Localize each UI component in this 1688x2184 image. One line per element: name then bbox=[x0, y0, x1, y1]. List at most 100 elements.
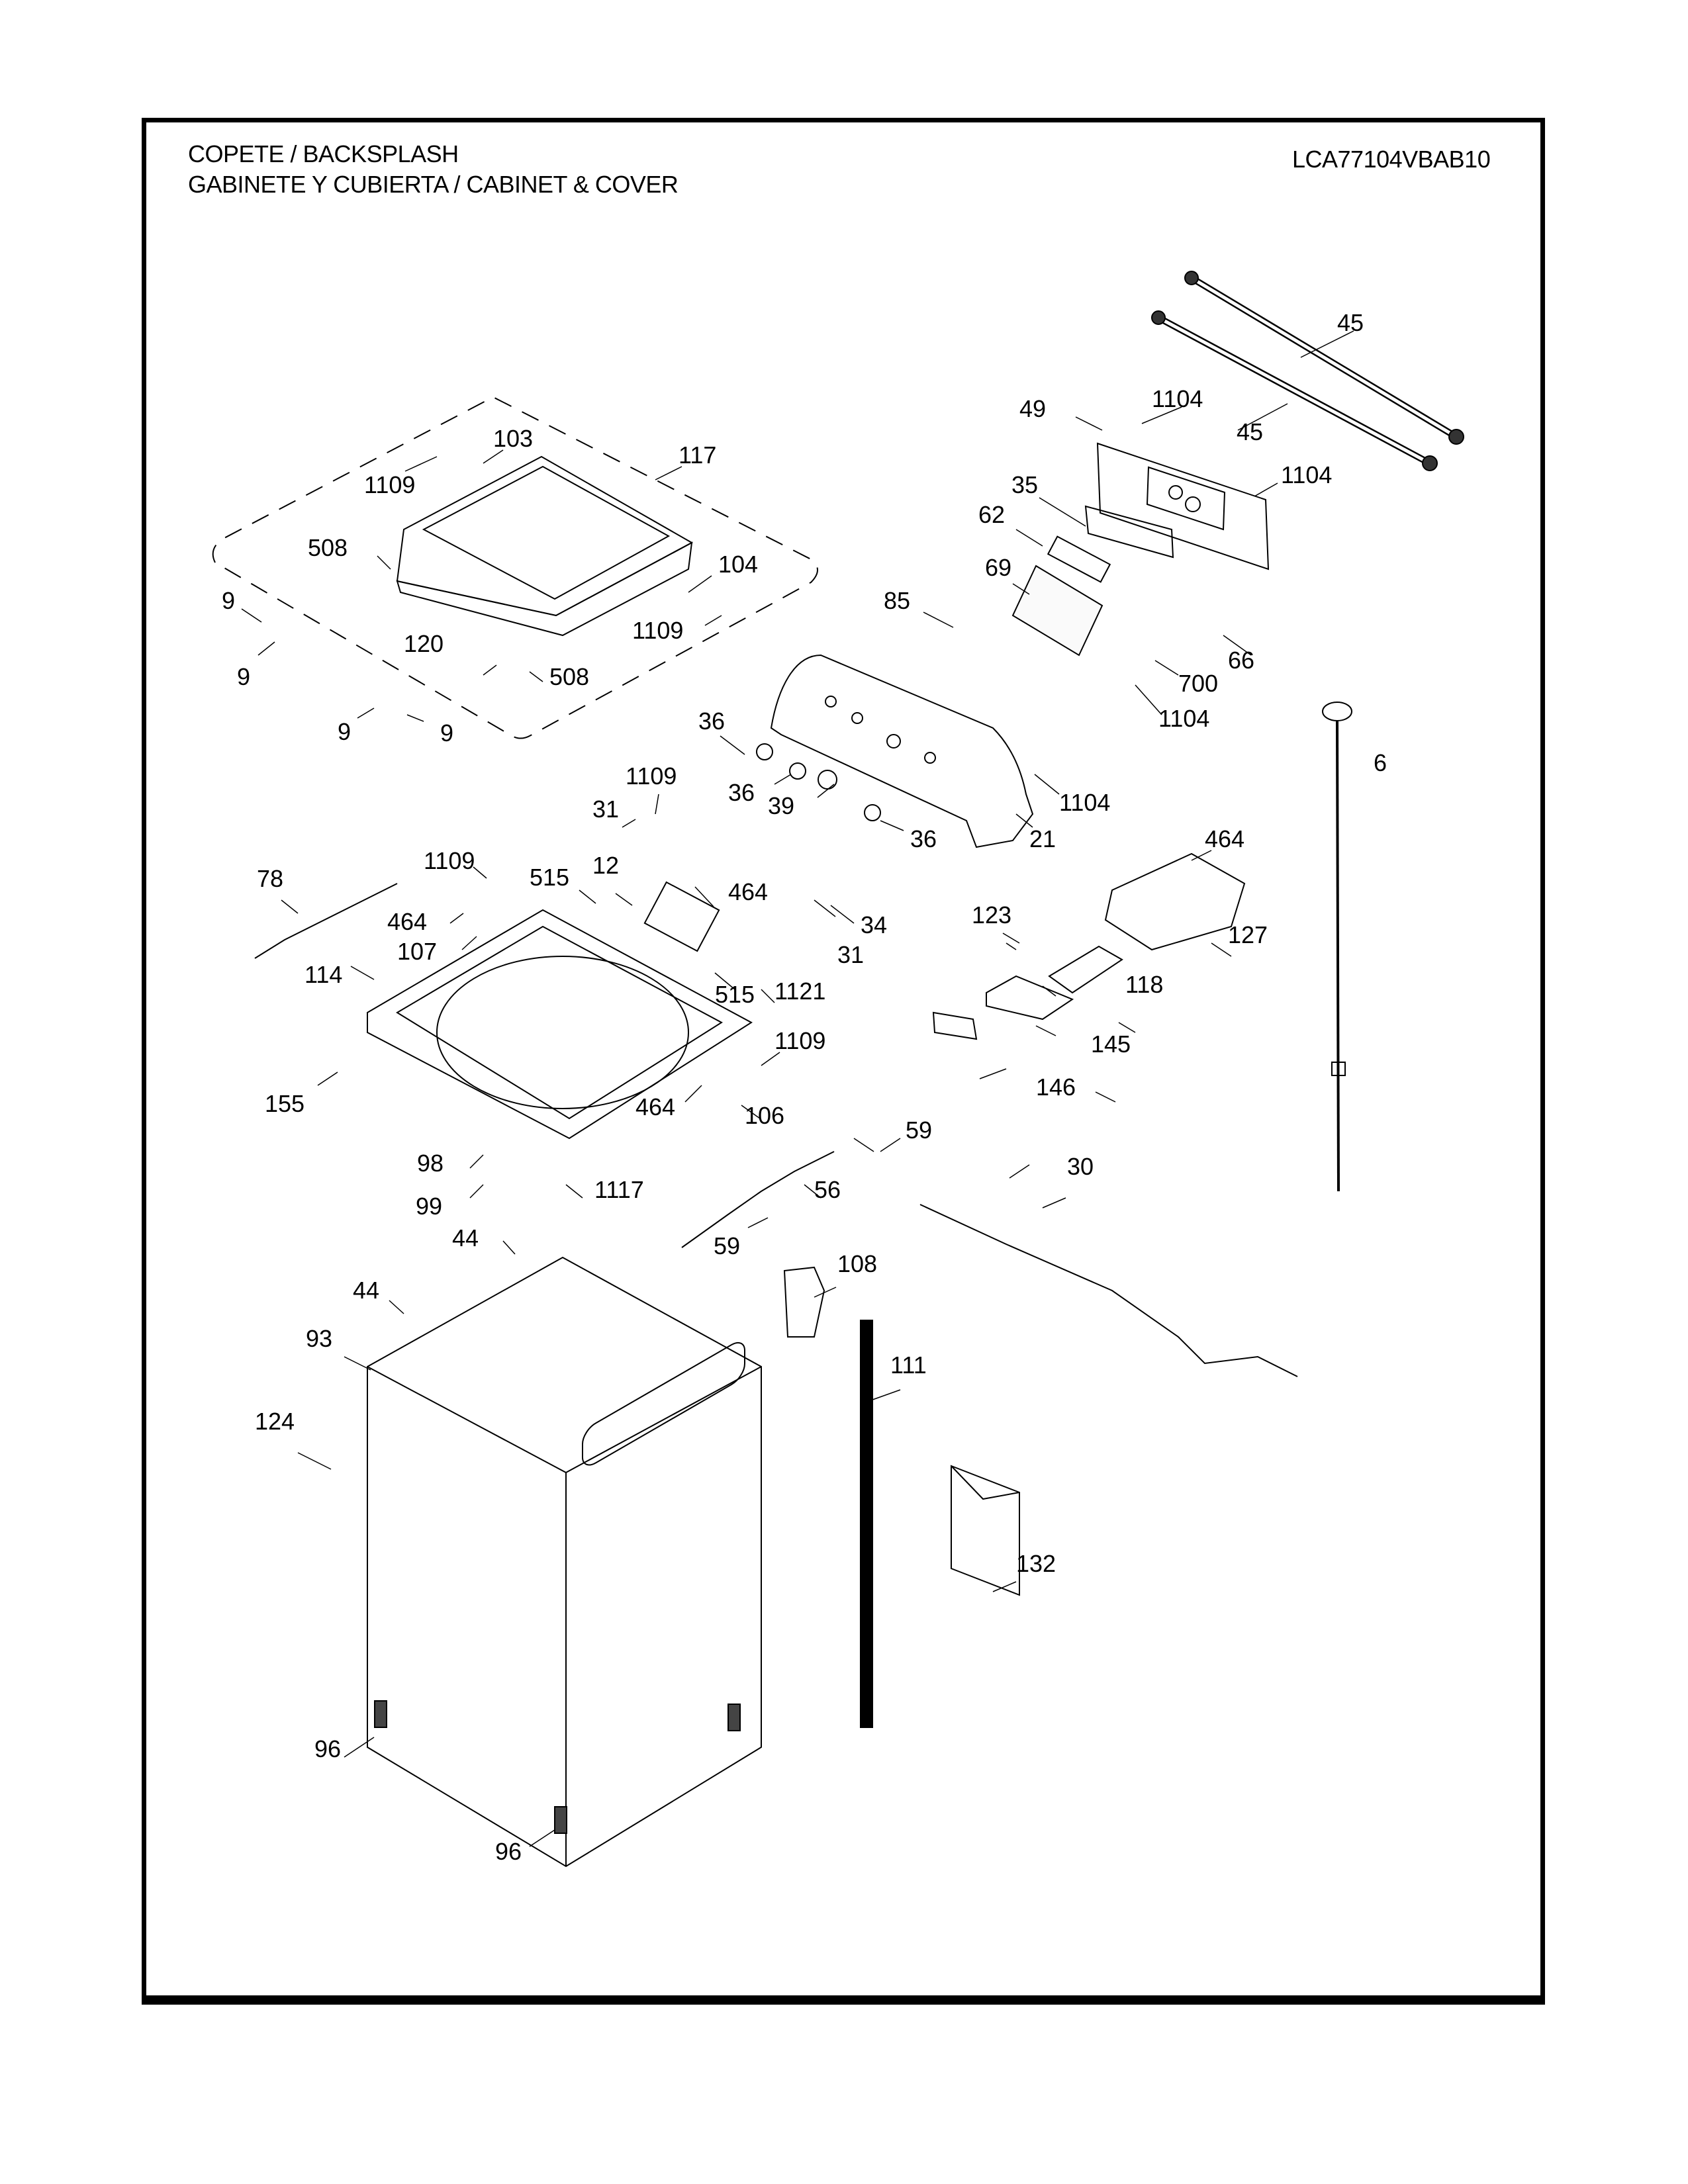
callout-96[interactable]: 96 bbox=[314, 1735, 342, 1762]
callout-508[interactable]: 508 bbox=[549, 663, 590, 690]
callout-1117[interactable]: 1117 bbox=[594, 1176, 644, 1203]
leveling-feet[interactable] bbox=[375, 1701, 740, 1833]
callout-85[interactable]: 85 bbox=[884, 587, 911, 614]
callout-9[interactable]: 9 bbox=[338, 718, 352, 745]
lid[interactable] bbox=[397, 457, 692, 635]
switch-assembly[interactable] bbox=[1048, 537, 1110, 582]
callout-106[interactable]: 106 bbox=[745, 1102, 785, 1129]
callout-leader-lines bbox=[242, 331, 1354, 1846]
callout-1104[interactable]: 1104 bbox=[1059, 789, 1111, 816]
knobs[interactable] bbox=[757, 744, 880, 821]
callout-700[interactable]: 700 bbox=[1178, 670, 1219, 697]
callout-111[interactable]: 111 bbox=[890, 1351, 927, 1379]
callout-1109[interactable]: 1109 bbox=[632, 617, 684, 644]
callout-36[interactable]: 36 bbox=[698, 707, 726, 735]
callout-464[interactable]: 464 bbox=[635, 1093, 676, 1120]
callout-118[interactable]: 118 bbox=[1125, 971, 1164, 998]
power-cord[interactable] bbox=[1323, 702, 1352, 1191]
callout-44[interactable]: 44 bbox=[353, 1277, 380, 1304]
callout-107[interactable]: 107 bbox=[397, 938, 438, 965]
callout-9[interactable]: 9 bbox=[237, 663, 251, 690]
control-board[interactable] bbox=[1013, 566, 1102, 655]
callout-117[interactable]: 117 bbox=[679, 441, 717, 469]
callout-35[interactable]: 35 bbox=[1011, 471, 1039, 498]
callout-1104[interactable]: 1104 bbox=[1158, 705, 1210, 732]
diagram-title-backsplash: COPETE / BACKSPLASH bbox=[188, 140, 459, 167]
harness-78[interactable] bbox=[255, 884, 397, 958]
callout-36[interactable]: 36 bbox=[910, 825, 937, 852]
callout-93[interactable]: 93 bbox=[306, 1325, 333, 1352]
callout-66[interactable]: 66 bbox=[1228, 647, 1255, 674]
callout-44[interactable]: 44 bbox=[452, 1224, 479, 1251]
callout-1109[interactable]: 1109 bbox=[626, 762, 677, 790]
callout-124[interactable]: 124 bbox=[255, 1408, 295, 1435]
callout-132[interactable]: 132 bbox=[1016, 1550, 1056, 1577]
callout-78[interactable]: 78 bbox=[257, 865, 284, 892]
callout-45[interactable]: 45 bbox=[1237, 418, 1264, 445]
drain-bracket[interactable] bbox=[784, 1267, 824, 1337]
callout-59[interactable]: 59 bbox=[714, 1232, 741, 1259]
callout-34[interactable]: 34 bbox=[861, 911, 888, 938]
callout-12[interactable]: 12 bbox=[592, 852, 620, 879]
callout-1121[interactable]: 1121 bbox=[774, 978, 826, 1005]
callout-515[interactable]: 515 bbox=[715, 981, 755, 1008]
drain-hose[interactable] bbox=[861, 1320, 872, 1727]
callout-145[interactable]: 145 bbox=[1091, 1030, 1131, 1058]
callout-1104[interactable]: 1104 bbox=[1152, 385, 1203, 412]
callout-36[interactable]: 36 bbox=[728, 779, 755, 806]
harness-56[interactable] bbox=[682, 1152, 834, 1248]
callout-103[interactable]: 103 bbox=[493, 425, 534, 452]
dispenser-housing[interactable] bbox=[1105, 854, 1244, 950]
callout-464[interactable]: 464 bbox=[728, 878, 769, 905]
callout-108[interactable]: 108 bbox=[837, 1250, 878, 1277]
diagram-title-cabinet-cover: GABINETE Y CUBIERTA / CABINET & COVER bbox=[188, 171, 679, 198]
inlet-hose-pair[interactable] bbox=[1152, 271, 1464, 471]
lid-assembly-boundary bbox=[213, 397, 818, 739]
callout-155[interactable]: 155 bbox=[265, 1090, 305, 1117]
callout-98[interactable]: 98 bbox=[417, 1150, 444, 1177]
drawer-insert[interactable] bbox=[1049, 946, 1122, 993]
callout-508[interactable]: 508 bbox=[308, 534, 348, 561]
callout-31[interactable]: 31 bbox=[837, 941, 865, 968]
callout-96[interactable]: 96 bbox=[495, 1838, 522, 1865]
callout-127[interactable]: 127 bbox=[1228, 921, 1268, 948]
owners-manual[interactable] bbox=[951, 1466, 1019, 1595]
callout-69[interactable]: 69 bbox=[985, 554, 1012, 581]
callout-1109[interactable]: 1109 bbox=[774, 1027, 826, 1054]
callout-104[interactable]: 104 bbox=[718, 551, 759, 578]
callout-6[interactable]: 6 bbox=[1374, 749, 1387, 776]
callout-59[interactable]: 59 bbox=[906, 1116, 933, 1144]
callout-515[interactable]: 515 bbox=[530, 864, 570, 891]
drawing-frame bbox=[142, 118, 1545, 2005]
callout-9[interactable]: 9 bbox=[440, 719, 454, 747]
panel-strip[interactable] bbox=[1086, 506, 1173, 557]
callout-1109[interactable]: 1109 bbox=[424, 847, 475, 874]
callout-146[interactable]: 146 bbox=[1036, 1073, 1076, 1101]
callout-45[interactable]: 45 bbox=[1337, 309, 1364, 336]
callout-62[interactable]: 62 bbox=[978, 501, 1006, 528]
main-wire-harness[interactable] bbox=[920, 1205, 1297, 1377]
callout-1104[interactable]: 1104 bbox=[1281, 461, 1333, 488]
callout-114[interactable]: 114 bbox=[305, 961, 343, 988]
water-valve[interactable] bbox=[645, 882, 719, 951]
cabinet[interactable] bbox=[367, 1257, 761, 1866]
callout-21[interactable]: 21 bbox=[1029, 825, 1056, 852]
callout-464[interactable]: 464 bbox=[1205, 825, 1245, 852]
drawer-panel[interactable] bbox=[933, 1013, 976, 1039]
callout-30[interactable]: 30 bbox=[1067, 1153, 1094, 1180]
callout-56[interactable]: 56 bbox=[814, 1176, 841, 1203]
callout-120[interactable]: 120 bbox=[404, 630, 444, 657]
drawer[interactable] bbox=[986, 976, 1072, 1019]
callout-464[interactable]: 464 bbox=[387, 908, 428, 935]
callout-9[interactable]: 9 bbox=[222, 587, 236, 614]
callout-39[interactable]: 39 bbox=[768, 792, 795, 819]
top-cover[interactable] bbox=[367, 910, 751, 1138]
callout-123[interactable]: 123 bbox=[972, 901, 1012, 929]
callout-31[interactable]: 31 bbox=[592, 796, 620, 823]
callout-1109[interactable]: 1109 bbox=[364, 471, 416, 498]
console-backsplash[interactable] bbox=[771, 655, 1033, 847]
rear-panel[interactable] bbox=[1098, 443, 1268, 569]
callout-49[interactable]: 49 bbox=[1019, 395, 1047, 422]
callout-99[interactable]: 99 bbox=[416, 1193, 443, 1220]
